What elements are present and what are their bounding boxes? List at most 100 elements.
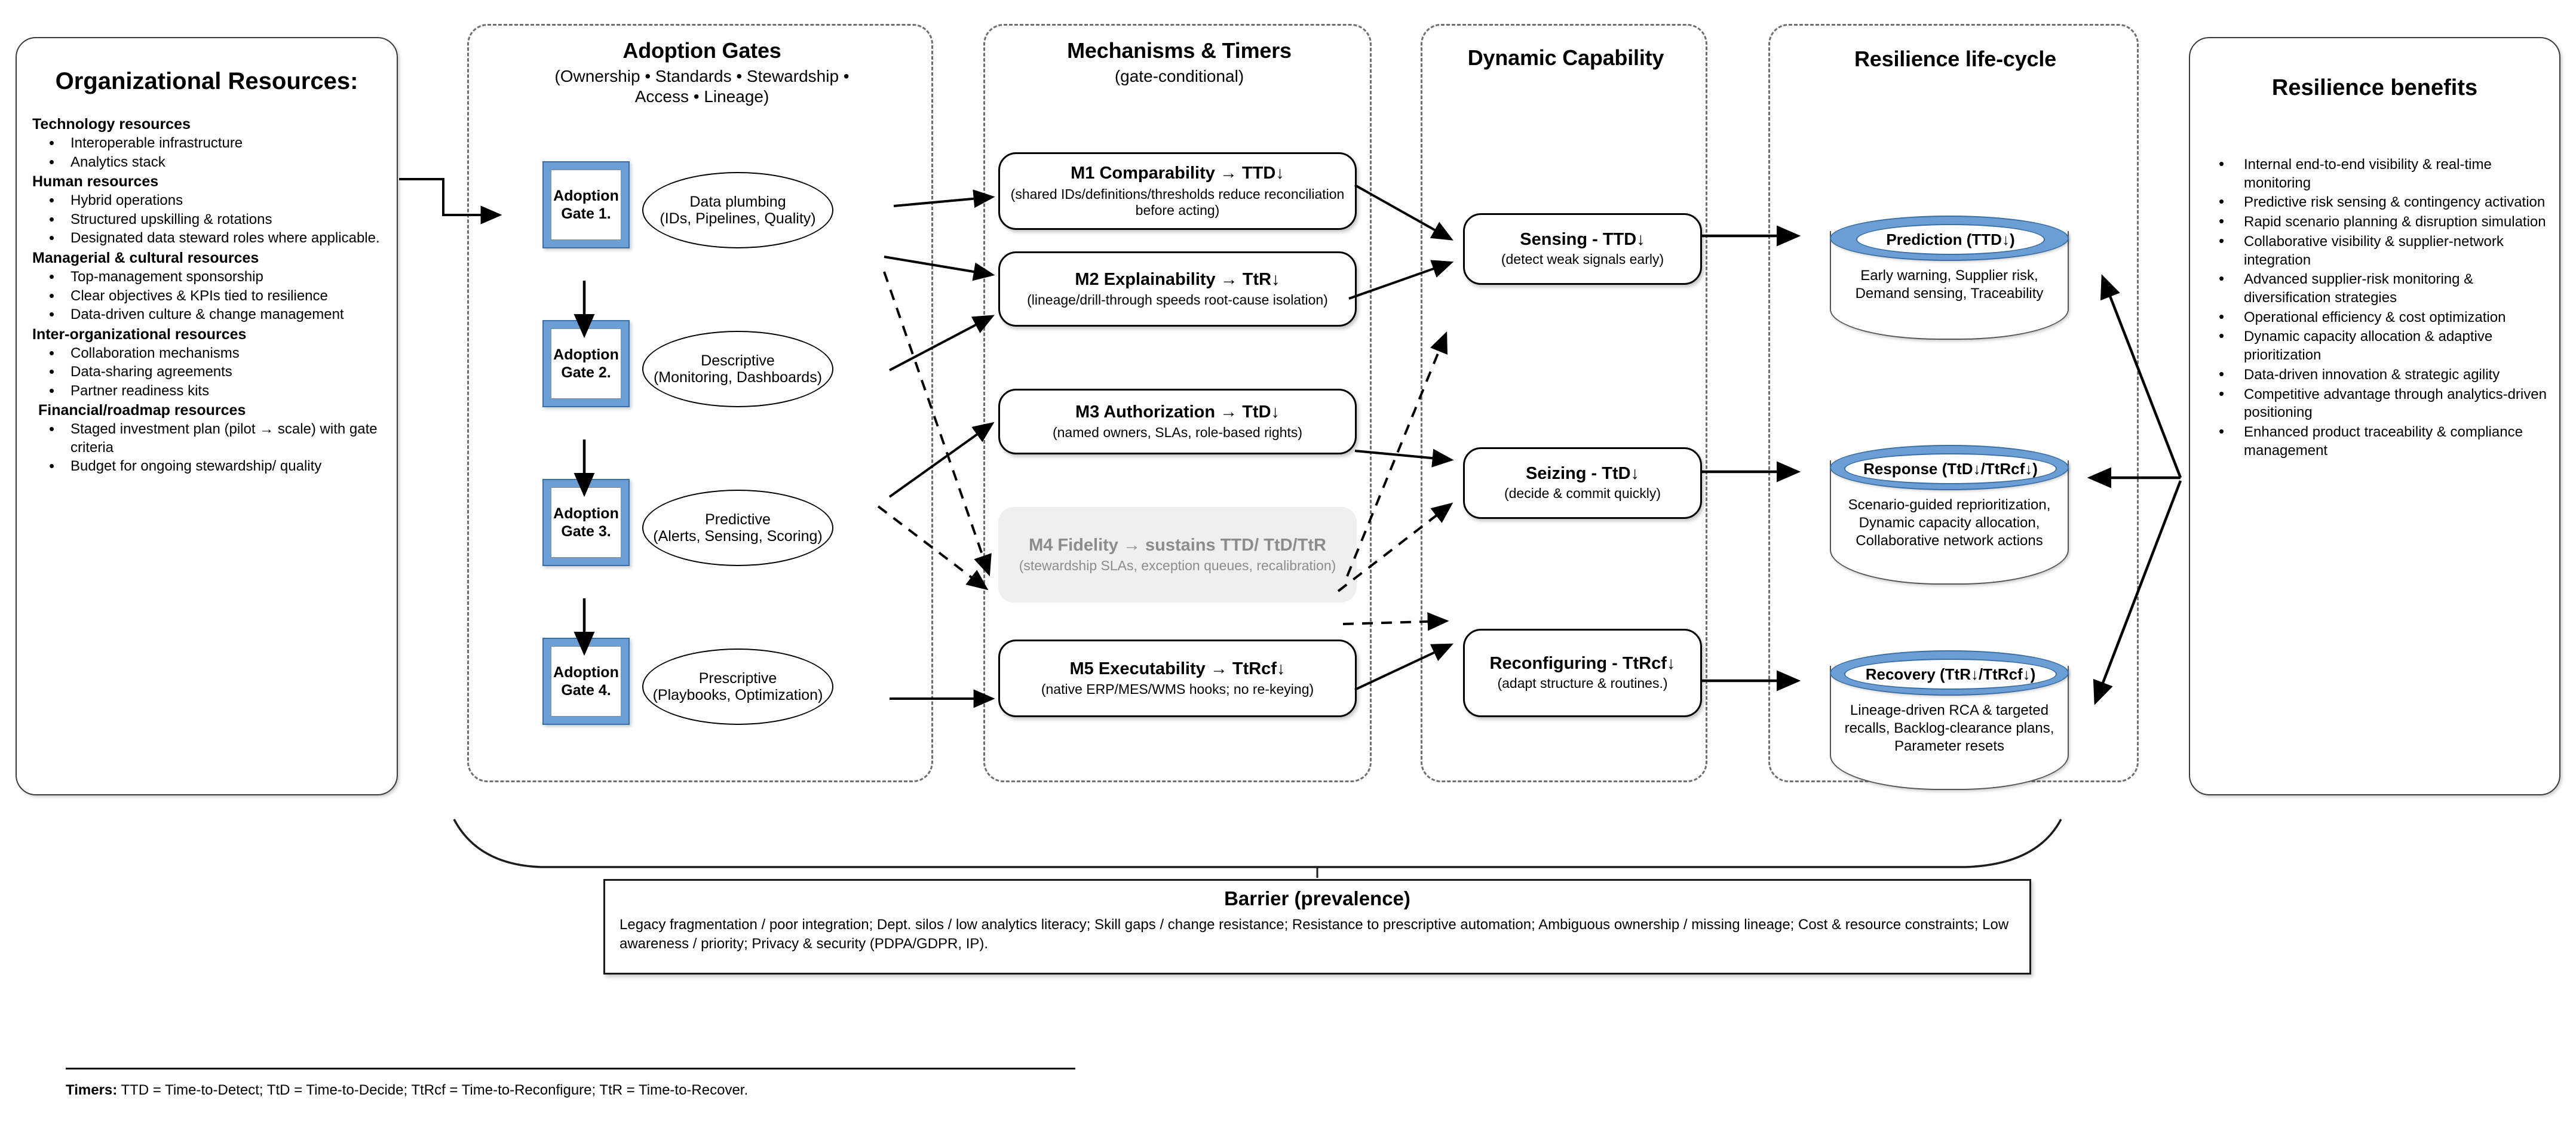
gate-capability-ellipse-prescriptive[interactable]: Prescriptive (Playbooks, Optimization): [642, 648, 833, 725]
mechanism-title: M2 Explainability → TtR↓: [1075, 270, 1280, 290]
footnote-rule: [66, 1068, 1075, 1069]
adoption-gates-column: Adoption Gates (Ownership • Standards • …: [467, 24, 933, 782]
stage-body: Lineage-driven RCA & targeted recalls, B…: [1844, 702, 2054, 754]
stage-body: Scenario-guided reprioritization, Dynami…: [1848, 497, 2051, 549]
mechanism-m3-authorization[interactable]: M3 Authorization → TtD↓ (named owners, S…: [998, 389, 1357, 454]
group-heading: Financial/roadmap resources: [38, 402, 246, 419]
group-items: Top-management sponsorship Clear objecti…: [32, 267, 381, 325]
resource-group-managerial: Managerial & cultural resources Top-mana…: [32, 249, 381, 325]
gate-label: Adoption Gate 1.: [551, 170, 621, 240]
list-item: Analytics stack: [32, 152, 381, 173]
list-item: Competitive advantage through analytics-…: [2201, 384, 2549, 422]
list-item: Clear objectives & KPIs tied to resilien…: [32, 286, 381, 306]
ellipse-line1: Predictive: [705, 511, 771, 528]
mechanisms-timers-column: Mechanisms & Timers (gate-conditional) M…: [983, 24, 1372, 782]
group-items: Collaboration mechanisms Data-sharing ag…: [32, 343, 381, 401]
list-item: Interoperable infrastructure: [32, 133, 381, 153]
bowl-rim: Prediction (TTD↓): [1830, 216, 2069, 261]
group-items: Interoperable infrastructure Analytics s…: [32, 133, 381, 173]
list-item: Partner readiness kits: [32, 381, 381, 401]
gate-label: Adoption Gate 3.: [551, 487, 621, 558]
list-item: Predictive risk sensing & contingency ac…: [2201, 192, 2549, 212]
lifecycle-stage-response[interactable]: Response (TtD↓/TtRcf↓) Scenario-guided r…: [1830, 445, 2069, 585]
organizational-resources-panel: Organizational Resources: Technology res…: [16, 37, 398, 795]
capability-subtitle: (adapt structure & routines.): [1497, 675, 1668, 691]
gate-capability-ellipse-predictive[interactable]: Predictive (Alerts, Sensing, Scoring): [642, 490, 833, 566]
mechanism-title: M4 Fidelity → sustains TTD/ TtD/TtR: [1029, 536, 1326, 555]
ellipse-line2: (Monitoring, Dashboards): [653, 369, 823, 386]
capability-sensing[interactable]: Sensing - TTD↓ (detect weak signals earl…: [1463, 213, 1702, 285]
group-items: Staged investment plan (pilot → scale) w…: [32, 419, 381, 476]
list-item: Advanced supplier-risk monitoring & dive…: [2201, 269, 2549, 307]
lifecycle-stage-prediction[interactable]: Prediction (TTD↓) Early warning, Supplie…: [1830, 216, 2069, 340]
list-item: Data-driven innovation & strategic agili…: [2201, 364, 2549, 385]
list-item: Top-management sponsorship: [32, 267, 381, 287]
column-title: Dynamic Capability: [1467, 45, 1664, 70]
column-title: Adoption Gates: [622, 38, 781, 63]
list-item: Structured upskilling & rotations: [32, 210, 381, 230]
list-item: Operational efficiency & cost optimizati…: [2201, 307, 2549, 327]
mechanism-m5-executability[interactable]: M5 Executability → TtRcf↓ (native ERP/ME…: [998, 640, 1357, 717]
footnote-label: Timers:: [66, 1082, 118, 1098]
benefits-list: Internal end-to-end visibility & real-ti…: [2201, 154, 2549, 460]
mechanism-m2-explainability[interactable]: M2 Explainability → TtR↓ (lineage/drill-…: [998, 251, 1357, 327]
gate-capability-ellipse-descriptive[interactable]: Descriptive (Monitoring, Dashboards): [642, 331, 833, 407]
column-title: Mechanisms & Timers: [1067, 38, 1292, 63]
ellipse-line2: (IDs, Pipelines, Quality): [660, 210, 816, 227]
mechanism-subtitle: (stewardship SLAs, exception queues, rec…: [1019, 558, 1336, 574]
mechanisms-header: Mechanisms & Timers (gate-conditional): [994, 38, 1364, 87]
footnote: Timers: TTD = Time-to-Detect; TtD = Time…: [66, 1082, 1499, 1099]
column-subtitle-line2: Access • Lineage): [634, 87, 769, 106]
stage-label: Response (TtD↓/TtRcf↓): [1863, 459, 2038, 478]
capability-title: Reconfiguring - TtRcf↓: [1489, 654, 1676, 674]
list-item: Rapid scenario planning & disruption sim…: [2201, 211, 2549, 232]
barrier-box: Barrier (prevalence) Legacy fragmentatio…: [603, 879, 2031, 975]
group-heading: Inter-organizational resources: [32, 325, 247, 343]
adoption-gates-header: Adoption Gates (Ownership • Standards • …: [481, 38, 923, 107]
stage-label: Prediction (TTD↓): [1886, 230, 2015, 248]
list-item: Data-sharing agreements: [32, 362, 381, 382]
benefits-title: Resilience benefits: [2271, 75, 2478, 100]
dynamic-capability-header: Dynamic Capability: [1428, 45, 1703, 70]
capability-subtitle: (decide & commit quickly): [1504, 485, 1661, 502]
mechanism-m1-comparability[interactable]: M1 Comparability → TTD↓ (shared IDs/defi…: [998, 152, 1357, 230]
capability-reconfiguring[interactable]: Reconfiguring - TtRcf↓ (adapt structure …: [1463, 629, 1702, 717]
ellipse-line1: Prescriptive: [698, 670, 777, 687]
brace-to-barrier: [453, 819, 2062, 878]
bowl-rim: Recovery (TtR↓/TtRcf↓): [1830, 650, 2069, 696]
bowl-rim-inner: Prediction (TTD↓): [1856, 224, 2045, 255]
list-item: Internal end-to-end visibility & real-ti…: [2201, 154, 2549, 192]
capability-seizing[interactable]: Seizing - TtD↓ (decide & commit quickly): [1463, 447, 1702, 519]
capability-subtitle: (detect weak signals early): [1501, 251, 1664, 268]
list-item: Designated data steward roles where appl…: [32, 228, 381, 248]
mechanism-title: M1 Comparability → TTD↓: [1071, 164, 1284, 183]
resilience-lifecycle-header: Resilience life-cycle: [1776, 47, 2135, 71]
group-items: Hybrid operations Structured upskilling …: [32, 190, 381, 248]
capability-title: Sensing - TTD↓: [1520, 230, 1645, 250]
ellipse-line2: (Playbooks, Optimization): [652, 687, 823, 703]
list-item: Dynamic capacity allocation & adaptive p…: [2201, 326, 2549, 364]
ellipse-line1: Descriptive: [701, 352, 775, 369]
gate-label: Adoption Gate 4.: [551, 646, 621, 717]
ellipse-line1: Data plumbing: [689, 193, 786, 210]
mechanism-m4-fidelity[interactable]: M4 Fidelity → sustains TTD/ TtD/TtR (ste…: [998, 507, 1357, 603]
resilience-lifecycle-column: Resilience life-cycle Prediction (TTD↓) …: [1768, 24, 2139, 790]
resource-group-technology: Technology resources Interoperable infra…: [32, 115, 381, 173]
mechanism-title: M3 Authorization → TtD↓: [1075, 402, 1280, 422]
gate-capability-ellipse-data-plumbing[interactable]: Data plumbing (IDs, Pipelines, Quality): [642, 172, 833, 248]
lifecycle-stage-recovery[interactable]: Recovery (TtR↓/TtRcf↓) Lineage-driven RC…: [1830, 650, 2069, 790]
adoption-gate-2[interactable]: Adoption Gate 2.: [542, 320, 630, 407]
adoption-gate-4[interactable]: Adoption Gate 4.: [542, 638, 630, 725]
adoption-gate-3[interactable]: Adoption Gate 3.: [542, 479, 630, 566]
mechanism-subtitle: (shared IDs/definitions/thresholds reduc…: [1010, 186, 1345, 219]
barrier-body: Legacy fragmentation / poor integration;…: [620, 916, 2009, 952]
bowl-rim-inner: Recovery (TtR↓/TtRcf↓): [1844, 659, 2057, 690]
stage-label: Recovery (TtR↓/TtRcf↓): [1865, 665, 2036, 683]
capability-title: Seizing - TtD↓: [1525, 464, 1640, 484]
gate-label: Adoption Gate 2.: [551, 328, 621, 399]
ellipse-line2: (Alerts, Sensing, Scoring): [653, 528, 823, 545]
list-item: Data-driven culture & change management: [32, 305, 381, 325]
group-heading: Human resources: [32, 173, 159, 190]
adoption-gate-1[interactable]: Adoption Gate 1.: [542, 161, 630, 248]
